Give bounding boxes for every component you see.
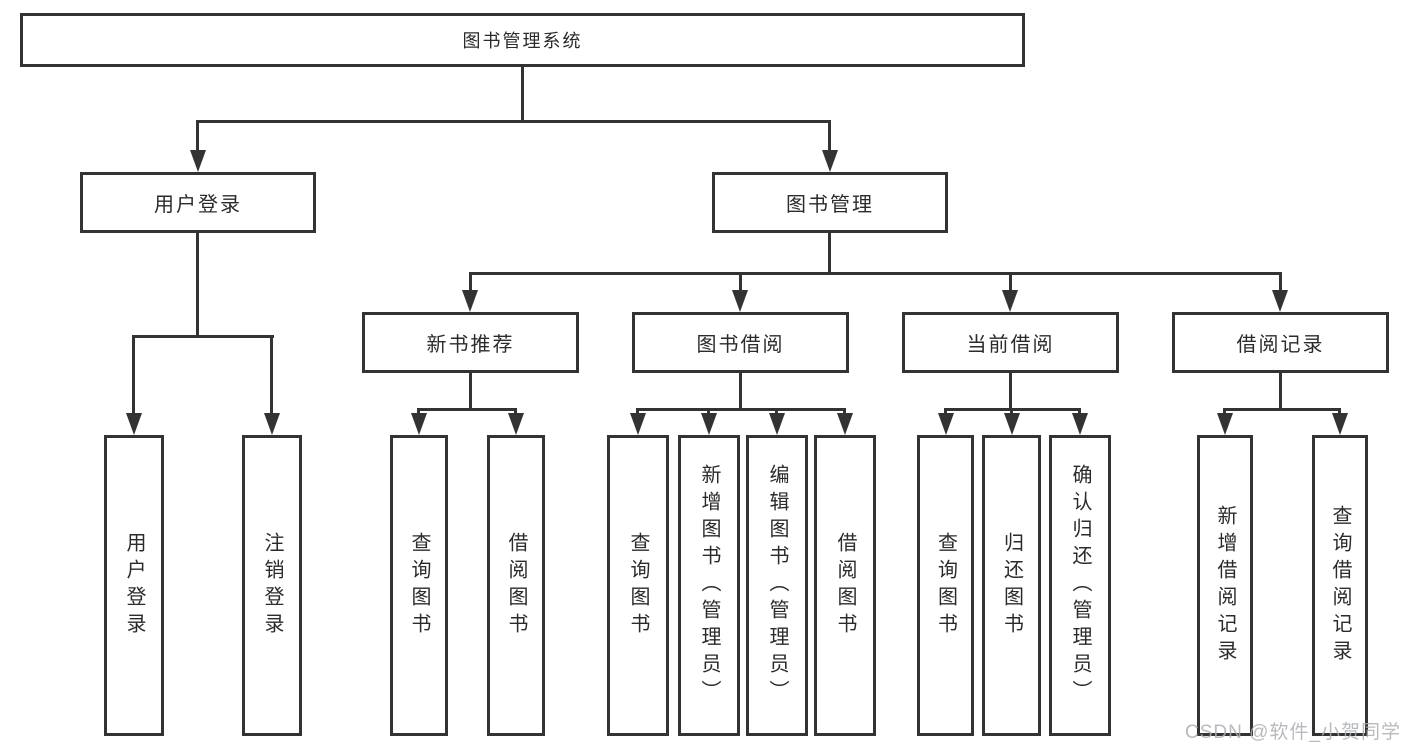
leaf-query-books-current-label: 查询图书 [934,531,957,640]
leaf-add-borrow-record: 新增借阅记录 [1197,435,1253,736]
leaf-logout-label: 注销登录 [261,531,283,640]
leaf-edit-books-admin-label: 编辑图书（管理员） [766,464,788,707]
node-borrow-records: 借阅记录 [1172,312,1389,373]
arrow-down-icon [411,413,427,435]
connector-book-mgmt-stem [828,233,831,275]
leaf-add-books-admin-label: 新增图书（管理员） [698,464,720,707]
leaf-logout: 注销登录 [242,435,302,736]
connector-book-borrowing-rail [636,408,846,411]
node-book-management-label: 图书管理 [786,194,874,216]
leaf-edit-books-admin: 编辑图书（管理员） [746,435,808,736]
leaf-borrow-books-recommend: 借阅图书 [487,435,545,736]
connector-leaf-drop [270,335,273,416]
connector-leaf-drop [1078,408,1081,416]
leaf-return-books: 归还图书 [982,435,1041,736]
leaf-query-books-recommend-label: 查询图书 [408,531,430,640]
leaf-query-books-recommend: 查询图书 [390,435,448,736]
connector-leaf-drop [636,408,639,416]
arrow-down-icon [837,413,853,435]
leaf-confirm-return-admin-label: 确认归还（管理员） [1069,464,1091,707]
arrow-down-icon [701,413,717,435]
connector-level3-drop [1279,272,1282,293]
connector-user-login-rail [132,335,274,338]
leaf-query-borrow-record-label: 查询借阅记录 [1329,504,1351,667]
connector-book-mgmt-drop [828,120,831,153]
connector-level2-rail [196,120,831,123]
node-root: 图书管理系统 [20,13,1025,67]
connector-new-book-stem [469,372,472,411]
connector-level3-rail [469,272,1282,275]
node-book-borrowing-label: 图书借阅 [696,334,785,356]
leaf-user-login: 用户登录 [104,435,164,736]
arrow-down-icon [126,413,142,435]
node-root-label: 图书管理系统 [462,31,583,51]
connector-user-login-stem [196,233,199,338]
arrow-down-icon [822,150,838,172]
connector-leaf-drop [1223,408,1226,416]
connector-level3-drop [469,272,472,293]
node-user-login: 用户登录 [80,172,316,233]
arrow-down-icon [1004,413,1020,435]
connector-borrow-records-stem [1279,372,1282,411]
connector-level3-drop [739,272,742,293]
leaf-confirm-return-admin: 确认归还（管理员） [1049,435,1111,736]
connector-leaf-drop [775,408,778,416]
node-new-book-recommend-label: 新书推荐 [426,334,515,356]
leaf-query-borrow-record: 查询借阅记录 [1312,435,1368,736]
node-new-book-recommend: 新书推荐 [362,312,579,373]
arrow-down-icon [1332,413,1348,435]
leaf-borrow-books-recommend-label: 借阅图书 [505,531,527,640]
connector-level3-drop [1009,272,1012,293]
connector-leaf-drop [944,408,947,416]
connector-book-borrowing-stem [739,372,742,411]
arrow-down-icon [264,413,280,435]
leaf-add-borrow-record-label: 新增借阅记录 [1214,504,1236,667]
connector-leaf-drop [1338,408,1341,416]
connector-leaf-drop [417,408,420,416]
connector-borrow-records-rail [1223,408,1341,411]
arrow-down-icon [732,290,748,312]
node-book-borrowing: 图书借阅 [632,312,849,373]
node-current-borrowing: 当前借阅 [902,312,1119,373]
connector-user-login-drop [196,120,199,153]
leaf-query-books-borrowing-label: 查询图书 [627,531,649,640]
watermark: CSDN @软件_小贺同学 [1185,717,1401,744]
arrow-down-icon [769,413,785,435]
connector-current-borrowing-stem [1009,372,1012,411]
connector-root-stem [521,67,524,120]
arrow-down-icon [1217,413,1233,435]
leaf-borrow-books-label: 借阅图书 [834,531,856,640]
node-user-login-label: 用户登录 [154,194,242,216]
leaf-add-books-admin: 新增图书（管理员） [678,435,740,736]
arrow-down-icon [1072,413,1088,435]
arrow-down-icon [1272,290,1288,312]
connector-leaf-drop [132,335,135,416]
arrow-down-icon [630,413,646,435]
connector-new-book-rail [417,408,517,411]
connector-leaf-drop [1010,408,1013,416]
leaf-query-books-current: 查询图书 [917,435,974,736]
arrow-down-icon [938,413,954,435]
node-borrow-records-label: 借阅记录 [1236,334,1325,356]
arrow-down-icon [462,290,478,312]
leaf-borrow-books: 借阅图书 [814,435,876,736]
leaf-return-books-label: 归还图书 [1000,531,1023,640]
node-current-borrowing-label: 当前借阅 [966,334,1055,356]
connector-leaf-drop [843,408,846,416]
node-book-management: 图书管理 [712,172,948,233]
watermark-text: CSDN @软件_小贺同学 [1185,722,1401,743]
arrow-down-icon [508,413,524,435]
connector-leaf-drop [514,408,517,416]
arrow-down-icon [1002,290,1018,312]
connector-leaf-drop [707,408,710,416]
leaf-user-login-label: 用户登录 [123,531,145,640]
leaf-query-books-borrowing: 查询图书 [607,435,669,736]
arrow-down-icon [190,150,206,172]
